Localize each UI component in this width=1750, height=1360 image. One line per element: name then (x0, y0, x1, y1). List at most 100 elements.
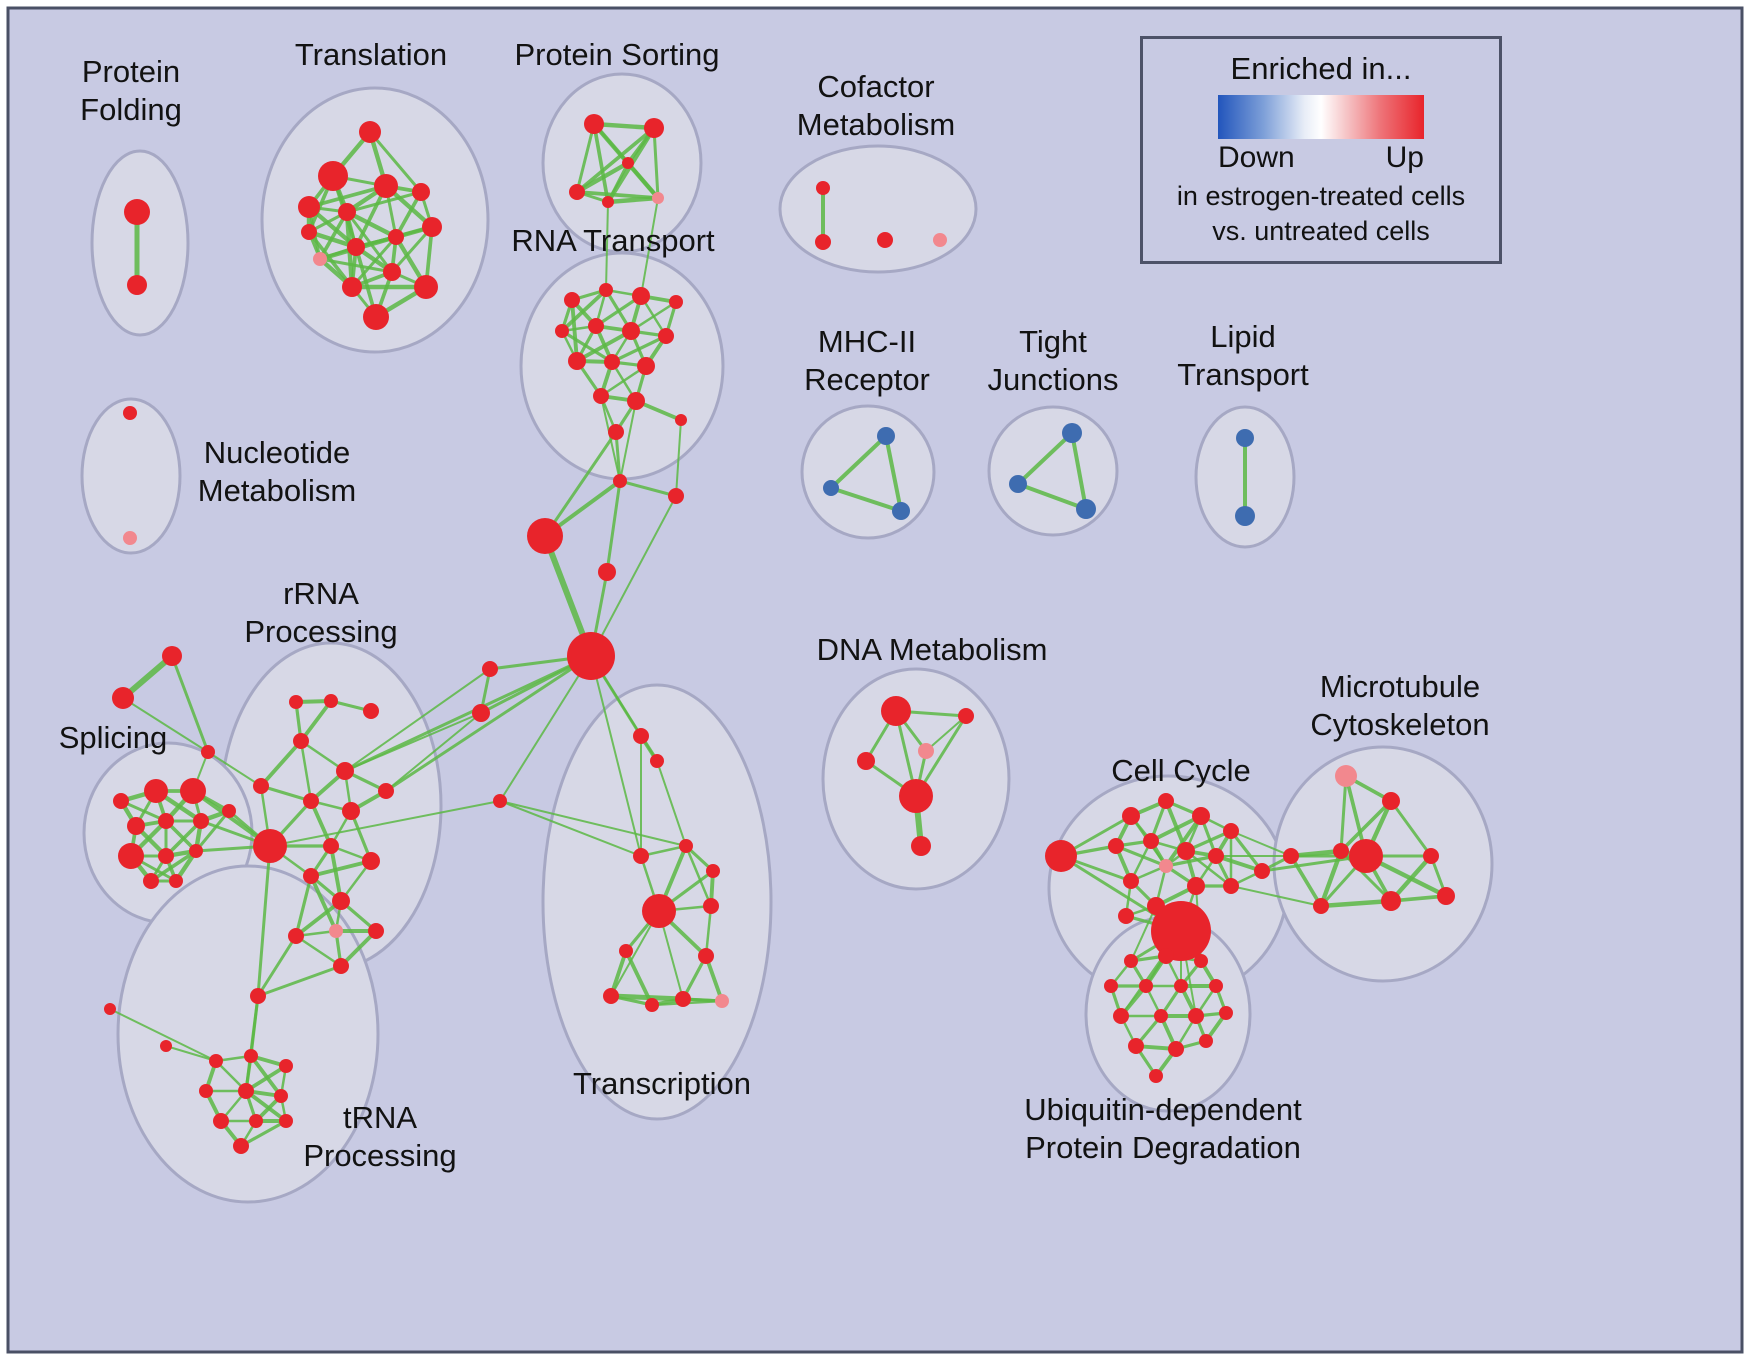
node-147 (1209, 979, 1223, 993)
edge (165, 1045, 217, 1062)
edge (344, 668, 491, 772)
node-14 (414, 275, 438, 299)
node-122 (1177, 842, 1195, 860)
edge (829, 486, 903, 513)
edge (575, 329, 633, 363)
node-31 (555, 324, 569, 338)
edge (294, 934, 343, 968)
node-15 (363, 304, 389, 330)
node-131 (1254, 863, 1270, 879)
edge (656, 760, 687, 847)
edge (575, 122, 596, 194)
node-54 (706, 864, 720, 878)
edge (344, 209, 399, 240)
node-37 (637, 357, 655, 375)
legend-gradient-wrap: Down Up (1218, 95, 1424, 175)
node-142 (1158, 948, 1174, 964)
cluster-ellipse-mhc-ii-receptor (800, 404, 936, 540)
edge (256, 934, 298, 998)
cluster-label-rna-transport: RNA Transport (511, 223, 715, 258)
edge (606, 161, 630, 204)
cluster-label-transcription: Transcription (573, 1066, 751, 1101)
edge (574, 160, 631, 195)
node-100 (199, 1084, 213, 1098)
edge (149, 849, 198, 883)
node-22 (622, 157, 634, 169)
node-91 (118, 843, 144, 869)
node-160 (1009, 475, 1027, 493)
edge (499, 655, 592, 802)
node-78 (368, 923, 384, 939)
edge (681, 954, 708, 1001)
edge (329, 844, 343, 903)
node-145 (1139, 979, 1153, 993)
node-55 (642, 894, 676, 928)
node-23 (816, 181, 830, 195)
node-85 (180, 778, 206, 804)
node-139 (1437, 887, 1455, 905)
node-26 (933, 233, 947, 247)
edge (610, 334, 668, 364)
node-53 (633, 848, 649, 864)
node-89 (193, 813, 209, 829)
cluster-label-splicing: Splicing (59, 720, 168, 755)
edge (560, 329, 614, 364)
node-74 (362, 852, 380, 870)
node-130 (1118, 908, 1134, 924)
node-69 (253, 778, 269, 794)
edge (1214, 854, 1264, 873)
node-107 (160, 1040, 172, 1052)
node-94 (143, 873, 159, 889)
edge (249, 1054, 283, 1098)
node-116 (1122, 807, 1140, 825)
node-111 (857, 752, 875, 770)
edge (1016, 431, 1074, 486)
node-165 (123, 531, 137, 545)
edge (384, 654, 593, 793)
node-79 (288, 928, 304, 944)
node-48 (472, 704, 490, 722)
node-51 (650, 754, 664, 768)
node-28 (599, 283, 613, 297)
node-108 (104, 1003, 116, 1015)
node-98 (244, 1049, 258, 1063)
node-19 (569, 184, 585, 200)
node-163 (1235, 506, 1255, 526)
node-120 (1108, 838, 1124, 854)
edge (345, 190, 423, 214)
node-83 (201, 745, 215, 759)
edge (1318, 898, 1394, 909)
edge (684, 844, 713, 908)
edge (619, 400, 637, 482)
node-49 (493, 794, 507, 808)
node-140 (1313, 898, 1329, 914)
node-6 (374, 174, 398, 198)
edge (385, 712, 482, 792)
legend-subtitle-line2: vs. untreated cells (1212, 216, 1430, 247)
edge (122, 697, 209, 753)
edge (1388, 853, 1434, 904)
edge (299, 739, 313, 803)
edge (1164, 854, 1218, 868)
node-87 (127, 817, 145, 835)
node-47 (482, 661, 498, 677)
edge (1339, 774, 1348, 853)
edge (1289, 854, 1323, 908)
node-112 (918, 743, 934, 759)
legend-subtitle-line1: in estrogen-treated cells (1176, 181, 1466, 211)
node-61 (715, 994, 729, 1008)
cluster-ellipse-cofactor-metabolism (778, 144, 978, 274)
edge (390, 225, 434, 274)
node-86 (113, 793, 129, 809)
node-90 (222, 804, 236, 818)
edge (1114, 844, 1168, 868)
edge (194, 809, 231, 853)
edge (543, 430, 618, 538)
node-150 (1188, 1008, 1204, 1024)
edge (244, 1089, 288, 1123)
node-143 (1194, 954, 1208, 968)
edge (1229, 829, 1264, 873)
edge (299, 699, 333, 743)
edge (343, 654, 593, 773)
